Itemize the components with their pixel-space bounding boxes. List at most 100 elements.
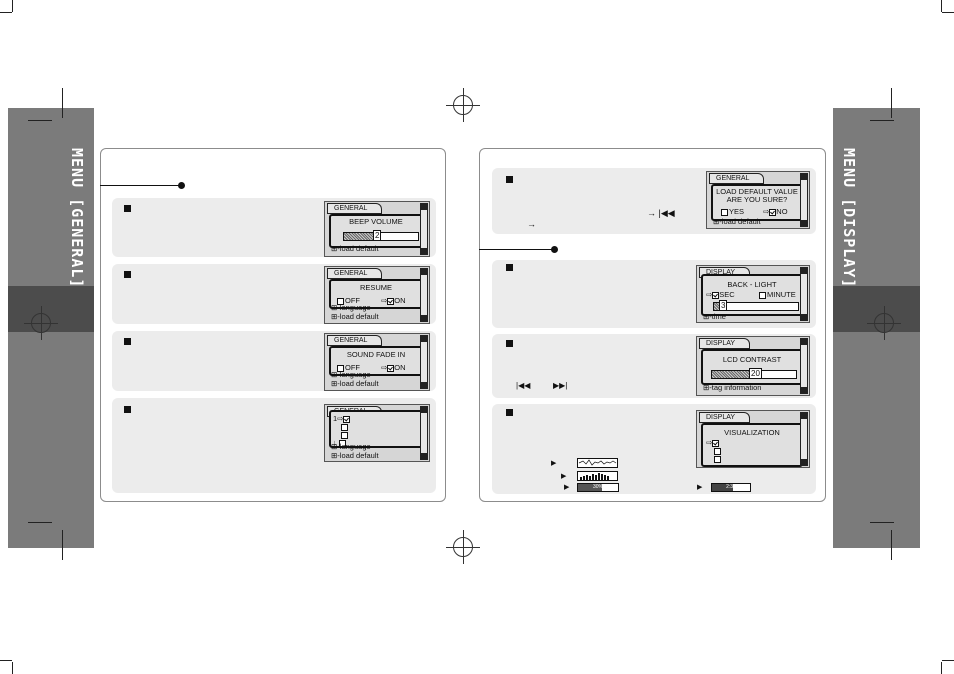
lcd-footer: ⊞-load default	[331, 379, 379, 388]
crop-mark	[870, 120, 894, 121]
sound-fade-lcd: GENERAL SOUND FADE IN OFF ⇨ON ⊞-language…	[324, 333, 430, 391]
backlight-lcd: DISPLAY BACK - LIGHT ⇨SEC MINUTE 3 ⊞-tim…	[696, 265, 810, 323]
progress-sample-fill	[578, 484, 602, 491]
lcd-header: DISPLAY	[699, 338, 751, 349]
bullet-square	[124, 271, 131, 278]
section-leader-dot	[551, 246, 558, 253]
lcd-scrollbar	[420, 335, 428, 389]
lcd-title: VISUALIZATION	[724, 428, 780, 437]
lcd-title: SOUND FADE IN	[346, 350, 406, 359]
crop-mark	[62, 88, 63, 118]
lcd-footer: ⊞-load default	[713, 217, 761, 226]
lcd-scrollbar	[420, 203, 428, 255]
volume-bar-fill	[344, 233, 378, 240]
option-off-label: OFF	[345, 363, 360, 372]
contrast-bar-fill	[712, 371, 750, 378]
crop-mark	[891, 88, 892, 118]
lcd-window: RESUME OFF ⇨ON	[329, 279, 423, 309]
option-yes-label: YES	[729, 207, 745, 216]
load-default-note1: → |◀◀	[647, 208, 675, 218]
list-item-3	[341, 430, 349, 439]
option-yes: YES	[721, 207, 744, 216]
lcd-footer-text: load default	[339, 379, 379, 388]
volume-value: 2	[373, 230, 382, 241]
time-sample-label: 2:30	[726, 484, 736, 490]
bullet-square	[506, 409, 513, 416]
list-item-2	[341, 422, 349, 431]
bullet-square	[124, 338, 131, 345]
lcd-footer-text: time	[711, 312, 726, 321]
lcd-scrollbar	[800, 338, 808, 394]
crop-mark	[941, 0, 942, 12]
backlight-bar-fill	[714, 303, 723, 310]
lcd-window: BEEP VOLUME 2	[329, 214, 423, 248]
lcd-scrollbar	[800, 412, 808, 466]
crop-mark	[0, 660, 12, 661]
option-on-label: ON	[394, 363, 406, 372]
option-sec-label: SEC	[719, 290, 735, 299]
beep-volume-lcd: GENERAL BEEP VOLUME 2 ⊞-load default	[324, 201, 430, 257]
vis-option-3	[714, 454, 722, 463]
section-leader-dot	[178, 182, 185, 189]
crop-mark	[28, 522, 52, 523]
lcd-header: GENERAL	[327, 268, 383, 279]
progress-sample: 30%	[577, 483, 619, 492]
option-off: OFF	[337, 296, 360, 305]
load-default-lcd: GENERAL LOAD DEFAULT VALUE ARE YOU SURE?…	[706, 171, 810, 229]
option-minute: MINUTE	[759, 290, 796, 299]
option-on-label: ON	[394, 296, 406, 305]
crop-mark	[12, 0, 13, 12]
lcd-line2: ARE YOU SURE?	[726, 195, 788, 204]
option-off: OFF	[337, 363, 360, 372]
lcd-footer-text: load default	[339, 312, 379, 321]
lcd-scrollbar	[800, 267, 808, 321]
contrast-value: 20	[749, 368, 762, 379]
lcd-header: DISPLAY	[699, 412, 751, 423]
list-item-1: 1⇨	[333, 414, 351, 423]
lcd-window: VISUALIZATION ⇨	[701, 423, 803, 467]
lcd-under-line: ⊞-language	[331, 303, 371, 312]
bullet-square	[506, 264, 513, 271]
lcd-under-text: language	[339, 370, 371, 379]
arrow-icon: ▶	[561, 473, 567, 480]
lcd-line1: LOAD DEFAULT VALUE	[716, 187, 798, 196]
option-on: ⇨ON	[381, 296, 406, 305]
lcd-footer-text: load default	[339, 451, 379, 460]
lcd-scrollbar	[420, 268, 428, 322]
lcd-footer: ⊞-tag information	[703, 383, 762, 392]
lcd-header: GENERAL	[327, 335, 383, 346]
list-item-4: ↓	[333, 438, 347, 447]
bullet-square	[124, 406, 131, 413]
right-tab-title: MENU [DISPLAY]	[840, 148, 858, 289]
lcd-footer: ⊞-load default	[331, 244, 379, 253]
backlight-bar	[713, 302, 799, 311]
time-sample-fill	[712, 484, 733, 491]
registration-mark	[446, 88, 480, 122]
arrow-icon: ▶	[551, 460, 557, 467]
section-leader-line	[100, 185, 182, 186]
lcd-footer-text: tag information	[711, 383, 762, 392]
left-side-tab-band	[8, 286, 94, 332]
vis-option-1: ⇨	[706, 438, 720, 447]
bullet-square	[124, 205, 131, 212]
left-tab-title: MENU [GENERAL]	[68, 148, 86, 289]
option-no-label: NO	[776, 207, 788, 216]
crop-mark	[942, 12, 954, 13]
lcd-scrollbar	[800, 173, 808, 227]
lcd-footer: ⊞-load default	[331, 451, 379, 460]
waveform-sample	[577, 458, 618, 468]
prev-track-icon: |◀◀	[516, 381, 531, 390]
lcd-under-text: language	[339, 303, 371, 312]
lcd-title: BACK - LIGHT	[727, 280, 777, 289]
lcd-window: LCD CONTRAST 20	[701, 349, 803, 385]
lcd-header: GENERAL	[327, 203, 383, 214]
lcd-window: BACK - LIGHT ⇨SEC MINUTE 3	[701, 274, 803, 316]
crop-mark	[891, 530, 892, 560]
registration-mark	[446, 530, 480, 564]
time-sample: 2:30	[711, 483, 751, 492]
registration-mark	[867, 306, 901, 340]
backlight-value: 3	[719, 300, 728, 311]
option-off-label: OFF	[345, 296, 360, 305]
lcd-title: BEEP VOLUME	[349, 217, 403, 226]
registration-mark	[24, 306, 58, 340]
